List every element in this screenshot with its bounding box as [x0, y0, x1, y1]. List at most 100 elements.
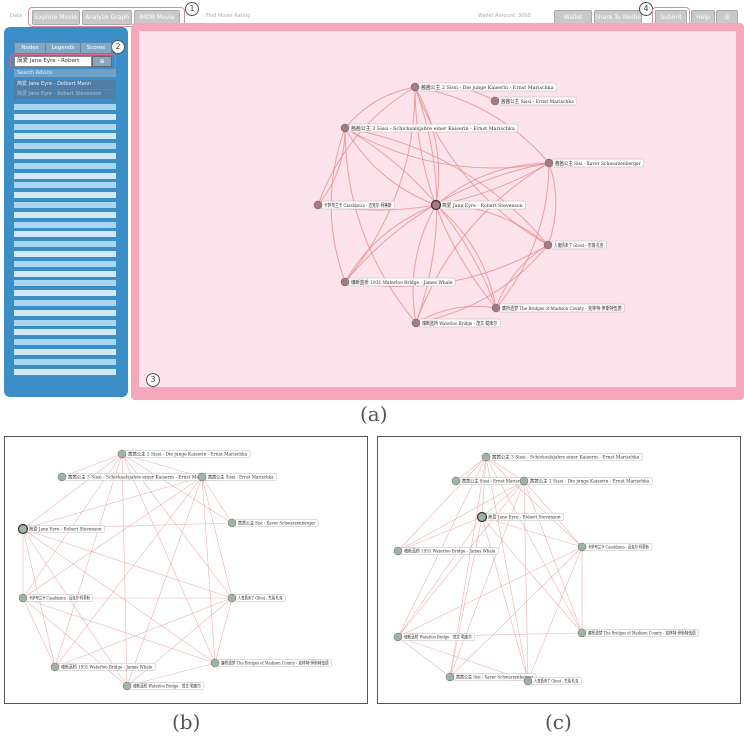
- graph-edge: [485, 456, 583, 548]
- graph-node-label: 卡萨布兰卡 Casablanca - 迈克尔·柯蒂斯: [29, 595, 90, 602]
- callout-1: 1: [185, 2, 199, 16]
- graph-node[interactable]: [577, 628, 587, 638]
- graph-edge: [214, 597, 233, 664]
- find-movie-rating-label: Find Movie Rating: [206, 13, 251, 19]
- graph-node-label: 茜茜公主 3 Sissi - Schicksalsjahre einer Kai…: [68, 474, 216, 481]
- search-result-item[interactable]: 简爱 Jane Eyre - Robert Stevenson: [14, 90, 116, 99]
- list-item: [14, 329, 116, 336]
- graph-node[interactable]: [122, 681, 132, 691]
- caption-c: (c): [545, 710, 572, 734]
- graph-edge: [414, 86, 497, 309]
- graph-node[interactable]: [411, 318, 421, 328]
- graph-node[interactable]: [227, 518, 237, 528]
- graph-edge: [344, 127, 437, 206]
- graph-edge: [54, 476, 203, 668]
- search-result-item[interactable]: 简爱 Jane Eyre - Delbert Mann: [14, 80, 116, 89]
- explore-movie-button[interactable]: Explore Movie: [32, 10, 80, 25]
- graph-node[interactable]: [481, 452, 491, 462]
- graph-edge: [22, 476, 203, 599]
- graph-edge: [415, 162, 550, 324]
- graph-node[interactable]: [476, 511, 488, 523]
- graph-node-label: 人鬼情未了 Ghost - 杰瑞·札克: [554, 242, 603, 249]
- graph-node[interactable]: [18, 593, 28, 603]
- tab-scores[interactable]: Scores: [80, 42, 112, 54]
- list-item: [14, 153, 116, 159]
- callout-3: 3: [146, 373, 160, 387]
- list-item: [14, 172, 116, 179]
- graph-node[interactable]: [197, 472, 207, 482]
- list-item: [14, 182, 116, 189]
- graph-node-label: 茜茜公主 Sisi - Xaver Schwarzenberger: [456, 674, 534, 681]
- graph-edge: [22, 453, 123, 530]
- graph-node[interactable]: [519, 476, 529, 486]
- graph-node-label: 茜茜公主 2 Sissi - Die junge Kaiserin - Erns…: [421, 84, 554, 91]
- graph-node[interactable]: [491, 303, 501, 313]
- graph-edge: [481, 516, 529, 682]
- graph-node-label: 廉桥遗梦 The Bridges of Madison County - 克林特…: [221, 660, 329, 667]
- graph-edge: [344, 204, 437, 283]
- search-input[interactable]: 简爱 Jane Eyre - Robert: [14, 56, 92, 67]
- graph-edge: [435, 204, 497, 309]
- list-item: [14, 211, 116, 218]
- graph-node[interactable]: [210, 658, 220, 668]
- graph-edge: [397, 480, 525, 552]
- list-item: [14, 143, 116, 150]
- submit-button[interactable]: Submit: [655, 10, 687, 25]
- search-advice-header: Search Advice: [14, 69, 116, 77]
- graph-edge: [397, 456, 487, 638]
- list-item: [14, 339, 116, 346]
- tab-legends[interactable]: Legends: [45, 42, 81, 54]
- graph-node[interactable]: [393, 546, 403, 556]
- graph-edge: [397, 516, 483, 638]
- list-item: [14, 241, 116, 248]
- analyze-graph-button[interactable]: Analyze Graph: [82, 10, 132, 25]
- toolbar-highlight-left: [28, 7, 185, 27]
- panel-c: 茜茜公主 3 Sissi - Schicksalsjahre einer Kai…: [377, 436, 741, 704]
- graph-node[interactable]: [17, 523, 29, 535]
- graph-node[interactable]: [410, 82, 420, 92]
- graph-node-label: 卡萨布兰卡 Casablanca - 迈克尔·柯蒂斯: [588, 544, 649, 551]
- graph-canvas[interactable]: 茜茜公主 2 Sissi - Die junge Kaiserin - Erns…: [139, 31, 736, 387]
- graph-node[interactable]: [313, 200, 323, 210]
- graph-node[interactable]: [543, 240, 553, 250]
- list-item: [14, 123, 116, 130]
- graph-edge: [527, 546, 583, 682]
- graph-node[interactable]: [117, 449, 127, 459]
- graph-node-label: 简爱 Jane Eyre - Robert Stevenson: [442, 202, 523, 209]
- graph-node[interactable]: [523, 676, 533, 686]
- graph-edge: [344, 86, 416, 283]
- graph-node[interactable]: [490, 96, 500, 106]
- graph-node[interactable]: [57, 472, 67, 482]
- wallet-amount-label: Wallet Amount: 3000: [478, 13, 531, 19]
- graph-edge: [201, 476, 233, 599]
- graph-edge: [126, 476, 203, 687]
- graph-node[interactable]: [430, 199, 442, 211]
- graph-edge: [22, 528, 233, 599]
- graph-edge: [481, 516, 583, 548]
- graph-edge: [547, 162, 557, 246]
- graph-node-label: 廉桥遗梦 The Bridges of Madison County - 克林特…: [502, 305, 622, 312]
- graph-node[interactable]: [340, 277, 350, 287]
- graph-node[interactable]: [227, 593, 237, 603]
- graph-node[interactable]: [340, 123, 350, 133]
- graph-node[interactable]: [393, 632, 403, 642]
- graph-node[interactable]: [50, 662, 60, 672]
- graph-node-label: 茜茜公主 Sisi - Xaver Schwarzenberger: [238, 520, 316, 527]
- search-button[interactable]: ⊕: [92, 56, 112, 67]
- list-item: [14, 368, 116, 375]
- graph-node-label: 人鬼情未了 Ghost - 杰瑞·札克: [238, 595, 283, 602]
- graph-node[interactable]: [445, 672, 455, 682]
- list-item: [14, 192, 116, 199]
- caption-b: (b): [172, 710, 201, 734]
- graph-edge: [344, 162, 550, 283]
- list-item: [14, 280, 116, 287]
- graph-node[interactable]: [577, 542, 587, 552]
- list-item: [14, 309, 116, 316]
- tab-nodes[interactable]: Nodes: [14, 42, 46, 54]
- graph-node-label: 魂断蓝桥 1931 Waterloo Bridge - James Whale: [61, 664, 153, 671]
- graph-node[interactable]: [544, 158, 554, 168]
- graph-node[interactable]: [451, 476, 461, 486]
- graph-node-label: 魂断蓝桥 1931 Waterloo Bridge - James Whale: [351, 279, 452, 286]
- list-item: [14, 270, 116, 277]
- graph-node-label: 茜茜公主 3 Sissi - Schicksalsjahre einer Kai…: [492, 454, 640, 461]
